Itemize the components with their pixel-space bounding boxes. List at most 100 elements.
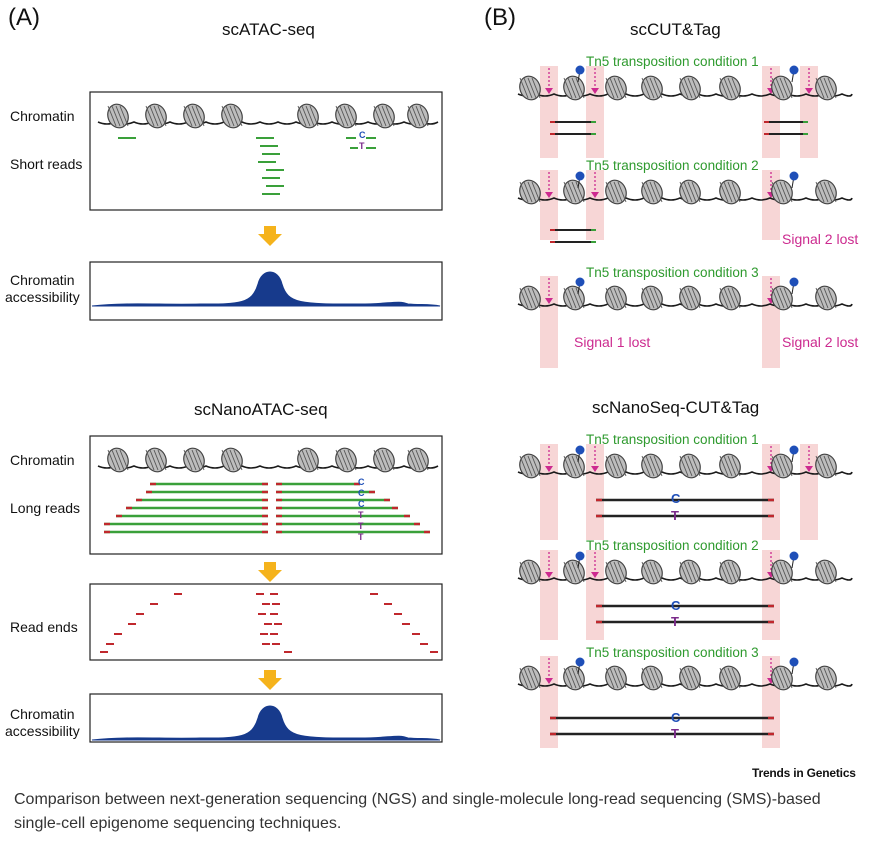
- tn5-column-4-1: [540, 444, 558, 540]
- b4-nucleosome-1-wrap: [523, 455, 533, 477]
- b4-nucleosome-8-wrap: [823, 455, 833, 477]
- condition-2-label-top: Tn5 transposition condition 2: [586, 158, 759, 173]
- b3-nucleosome-7-wrap: [783, 287, 793, 309]
- histone-mark-6-1: [575, 657, 585, 667]
- b4-nucleosome-8: [815, 453, 837, 479]
- b2-nucleosome-3-wrap: [609, 181, 619, 203]
- a1-nucleosome-7-wrap: [381, 105, 391, 127]
- b4-nucleosome-6-wrap: [731, 455, 741, 477]
- a1-nucleosome-8-wrap: [411, 105, 421, 127]
- b5-nucleosome-5-wrap: [687, 561, 697, 583]
- tn5-column-1-4: [800, 66, 818, 158]
- b6-nucleosome-3-wrap: [605, 667, 615, 689]
- a1-nucleosome-1-wrap: [115, 105, 125, 127]
- b6-nucleosome-4: [641, 665, 663, 691]
- accessibility-label-1b: accessibility: [5, 289, 80, 305]
- accessibility-label-2a: Chromatin: [10, 706, 75, 722]
- sequencing-reads: [100, 121, 808, 736]
- b6-nucleosome-6-wrap: [727, 667, 737, 689]
- b4-nucleosome-5: [679, 453, 701, 479]
- b1-nucleosome-1-wrap: [523, 77, 533, 99]
- b5-nucleosome-5-wrap: [683, 561, 693, 583]
- a2-nucleosome-8-wrap: [407, 449, 417, 471]
- b1-nucleosome-4-wrap: [653, 77, 663, 99]
- b2-nucleosome-2-wrap: [571, 181, 581, 203]
- long-reads-label: Long reads: [10, 500, 81, 516]
- b4-nucleosome-1-wrap: [519, 455, 529, 477]
- b3-nucleosome-8: [815, 285, 837, 311]
- b3-nucleosome-8-wrap: [827, 287, 837, 309]
- b2-nucleosome-3-wrap: [605, 181, 615, 203]
- b5-nucleosome-3-wrap: [609, 561, 619, 583]
- b3-nucleosome-5: [679, 285, 701, 311]
- b6-nucleosome-1-wrap: [531, 667, 541, 689]
- signal-2-lost-label-1: Signal 2 lost: [782, 231, 859, 247]
- a2-nucleosome-4-wrap: [229, 449, 239, 471]
- b1-nucleosome-3-wrap: [609, 77, 619, 99]
- a1-nucleosome-2-wrap: [149, 105, 159, 127]
- b4-nucleosome-8-wrap: [819, 455, 829, 477]
- b1-nucleosome-8-wrap: [823, 77, 833, 99]
- b-variant-c-2: C: [671, 598, 681, 613]
- chromatin-label-1: Chromatin: [10, 108, 75, 124]
- b2-nucleosome-6: [719, 179, 741, 205]
- b5-nucleosome-7: [771, 559, 793, 585]
- b5-nucleosome-6-wrap: [719, 561, 729, 583]
- b2-nucleosome-7-wrap: [783, 181, 793, 203]
- b1-nucleosome-2-wrap: [567, 77, 577, 99]
- b3-nucleosome-5-wrap: [683, 287, 693, 309]
- a1-nucleosome-7-wrap: [385, 105, 395, 127]
- b4-nucleosome-2: [563, 453, 585, 479]
- b1-nucleosome-3-wrap: [605, 77, 615, 99]
- tn5-arrowhead-2-1: [545, 192, 553, 198]
- b2-nucleosome-8-wrap: [823, 181, 833, 203]
- a1-nucleosome-3: [183, 103, 205, 129]
- signal-2-lost-label-2: Signal 2 lost: [782, 334, 859, 350]
- a2-nucleosome-7: [373, 447, 395, 473]
- journal-credit: Trends in Genetics: [752, 766, 856, 780]
- b4-nucleosome-6: [719, 453, 741, 479]
- b2-nucleosome-8-wrap: [815, 181, 825, 203]
- histone-mark-3-2: [789, 277, 799, 287]
- b6-nucleosome-7-wrap: [771, 667, 781, 689]
- b2-nucleosome-5-wrap: [687, 181, 697, 203]
- b1-nucleosome-1: [519, 75, 541, 101]
- b5-nucleosome-3-wrap: [613, 561, 623, 583]
- b3-nucleosome-2: [563, 285, 585, 311]
- b5-nucleosome-7-wrap: [779, 561, 789, 583]
- condition-3-label-bottom: Tn5 transposition condition 3: [586, 645, 759, 660]
- a1-nucleosome-5: [297, 103, 319, 129]
- b1-nucleosome-8-wrap: [815, 77, 825, 99]
- tn5-arrowhead-4-4: [805, 466, 813, 472]
- b3-nucleosome-7-wrap: [771, 287, 781, 309]
- short-reads-label: Short reads: [10, 156, 83, 172]
- b2-nucleosome-8-wrap: [827, 181, 837, 203]
- b6-nucleosome-1-wrap: [519, 667, 529, 689]
- b3-nucleosome-5-wrap: [679, 287, 689, 309]
- b2-nucleosome-2-wrap: [575, 181, 585, 203]
- b2-nucleosome-5: [679, 179, 701, 205]
- b4-nucleosome-2-wrap: [567, 455, 577, 477]
- a2-nucleosome-7-wrap: [385, 449, 395, 471]
- flow-arrow-1: [258, 226, 282, 246]
- a1-nucleosome-4-wrap: [229, 105, 239, 127]
- b5-nucleosome-3-wrap: [605, 561, 615, 583]
- b4-nucleosome-4-wrap: [641, 455, 651, 477]
- b2-nucleosome-6-wrap: [727, 181, 737, 203]
- a2-nucleosome-8-wrap: [419, 449, 429, 471]
- a2-nucleosome-6-wrap: [343, 449, 353, 471]
- panel-box-5: [89, 693, 443, 743]
- a1-nucleosome-8-wrap: [419, 105, 429, 127]
- a1-nucleosome-4-wrap: [225, 105, 235, 127]
- condition-2-label-bottom: Tn5 transposition condition 2: [586, 538, 759, 553]
- b3-nucleosome-5-wrap: [691, 287, 701, 309]
- a2-nucleosome-8-wrap: [415, 449, 425, 471]
- b1-nucleosome-2-wrap: [575, 77, 585, 99]
- a2-nucleosome-2-wrap: [153, 449, 163, 471]
- b5-nucleosome-6-wrap: [723, 561, 733, 583]
- b4-nucleosome-4-wrap: [645, 455, 655, 477]
- a1-nucleosome-2-wrap: [153, 105, 163, 127]
- b4-nucleosome-3-wrap: [613, 455, 623, 477]
- a1-nucleosome-1: [107, 103, 129, 129]
- sccuttag-title: scCUT&Tag: [630, 20, 721, 39]
